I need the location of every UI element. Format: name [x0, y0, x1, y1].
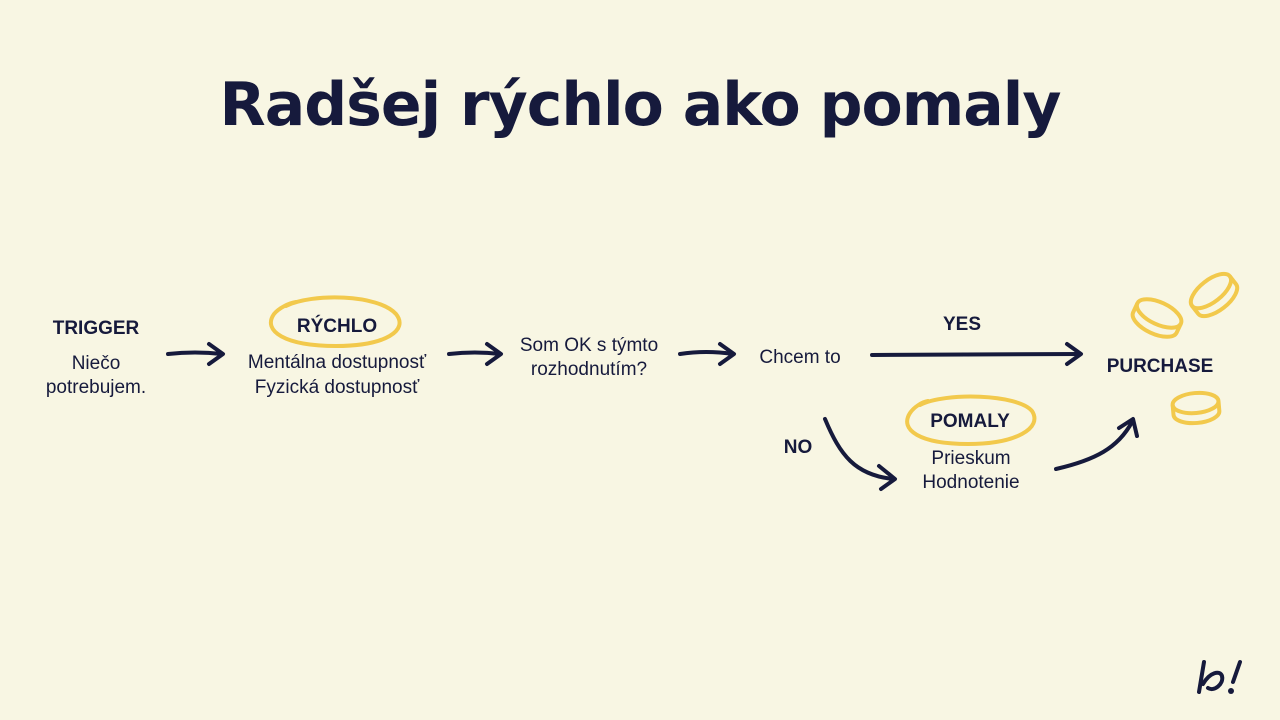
decision-line-1: Som OK s týmto — [519, 335, 659, 356]
no-label: NO — [783, 437, 813, 458]
coin-icon — [1170, 390, 1222, 426]
arrow-head-icon — [1065, 342, 1083, 366]
brand-logo — [1197, 660, 1242, 694]
decision-line-2: rozhodnutím? — [530, 359, 648, 380]
arrow-head-icon — [207, 342, 225, 366]
arrow-head-icon — [485, 342, 503, 366]
slow-heading: POMALY — [930, 411, 1010, 432]
purchase-label: PURCHASE — [1106, 356, 1214, 377]
fast-line-1: Mentálna dostupnosť — [247, 352, 427, 373]
fast-line-2: Fyzická dostupnosť — [254, 377, 420, 398]
arrow-head-icon — [877, 464, 897, 491]
want-label: Chcem to — [759, 347, 841, 368]
trigger-line-2: potrebujem. — [45, 377, 147, 398]
trigger-heading: TRIGGER — [52, 318, 140, 339]
arrow-icon — [678, 350, 735, 356]
fast-heading: RÝCHLO — [296, 316, 378, 337]
slow-line-2: Hodnotenie — [922, 472, 1020, 493]
arrow-head-icon — [718, 342, 736, 366]
arrow-icon — [447, 350, 502, 356]
slow-line-1: Prieskum — [931, 448, 1011, 469]
yes-label: YES — [942, 314, 982, 335]
page-title: Radšej rýchlo ako pomaly — [219, 70, 1062, 140]
trigger-line-1: Niečo — [71, 353, 121, 374]
arrow-icon — [1054, 420, 1134, 471]
coin-icon — [1130, 297, 1184, 339]
arrow-icon — [823, 417, 895, 481]
arrow-head-icon — [1117, 417, 1139, 438]
highlight-circle — [268, 295, 402, 349]
coin-icon — [1188, 271, 1240, 319]
arrow-icon — [166, 350, 224, 356]
highlight-circle — [905, 394, 1037, 447]
arrow-icon — [870, 352, 1082, 357]
